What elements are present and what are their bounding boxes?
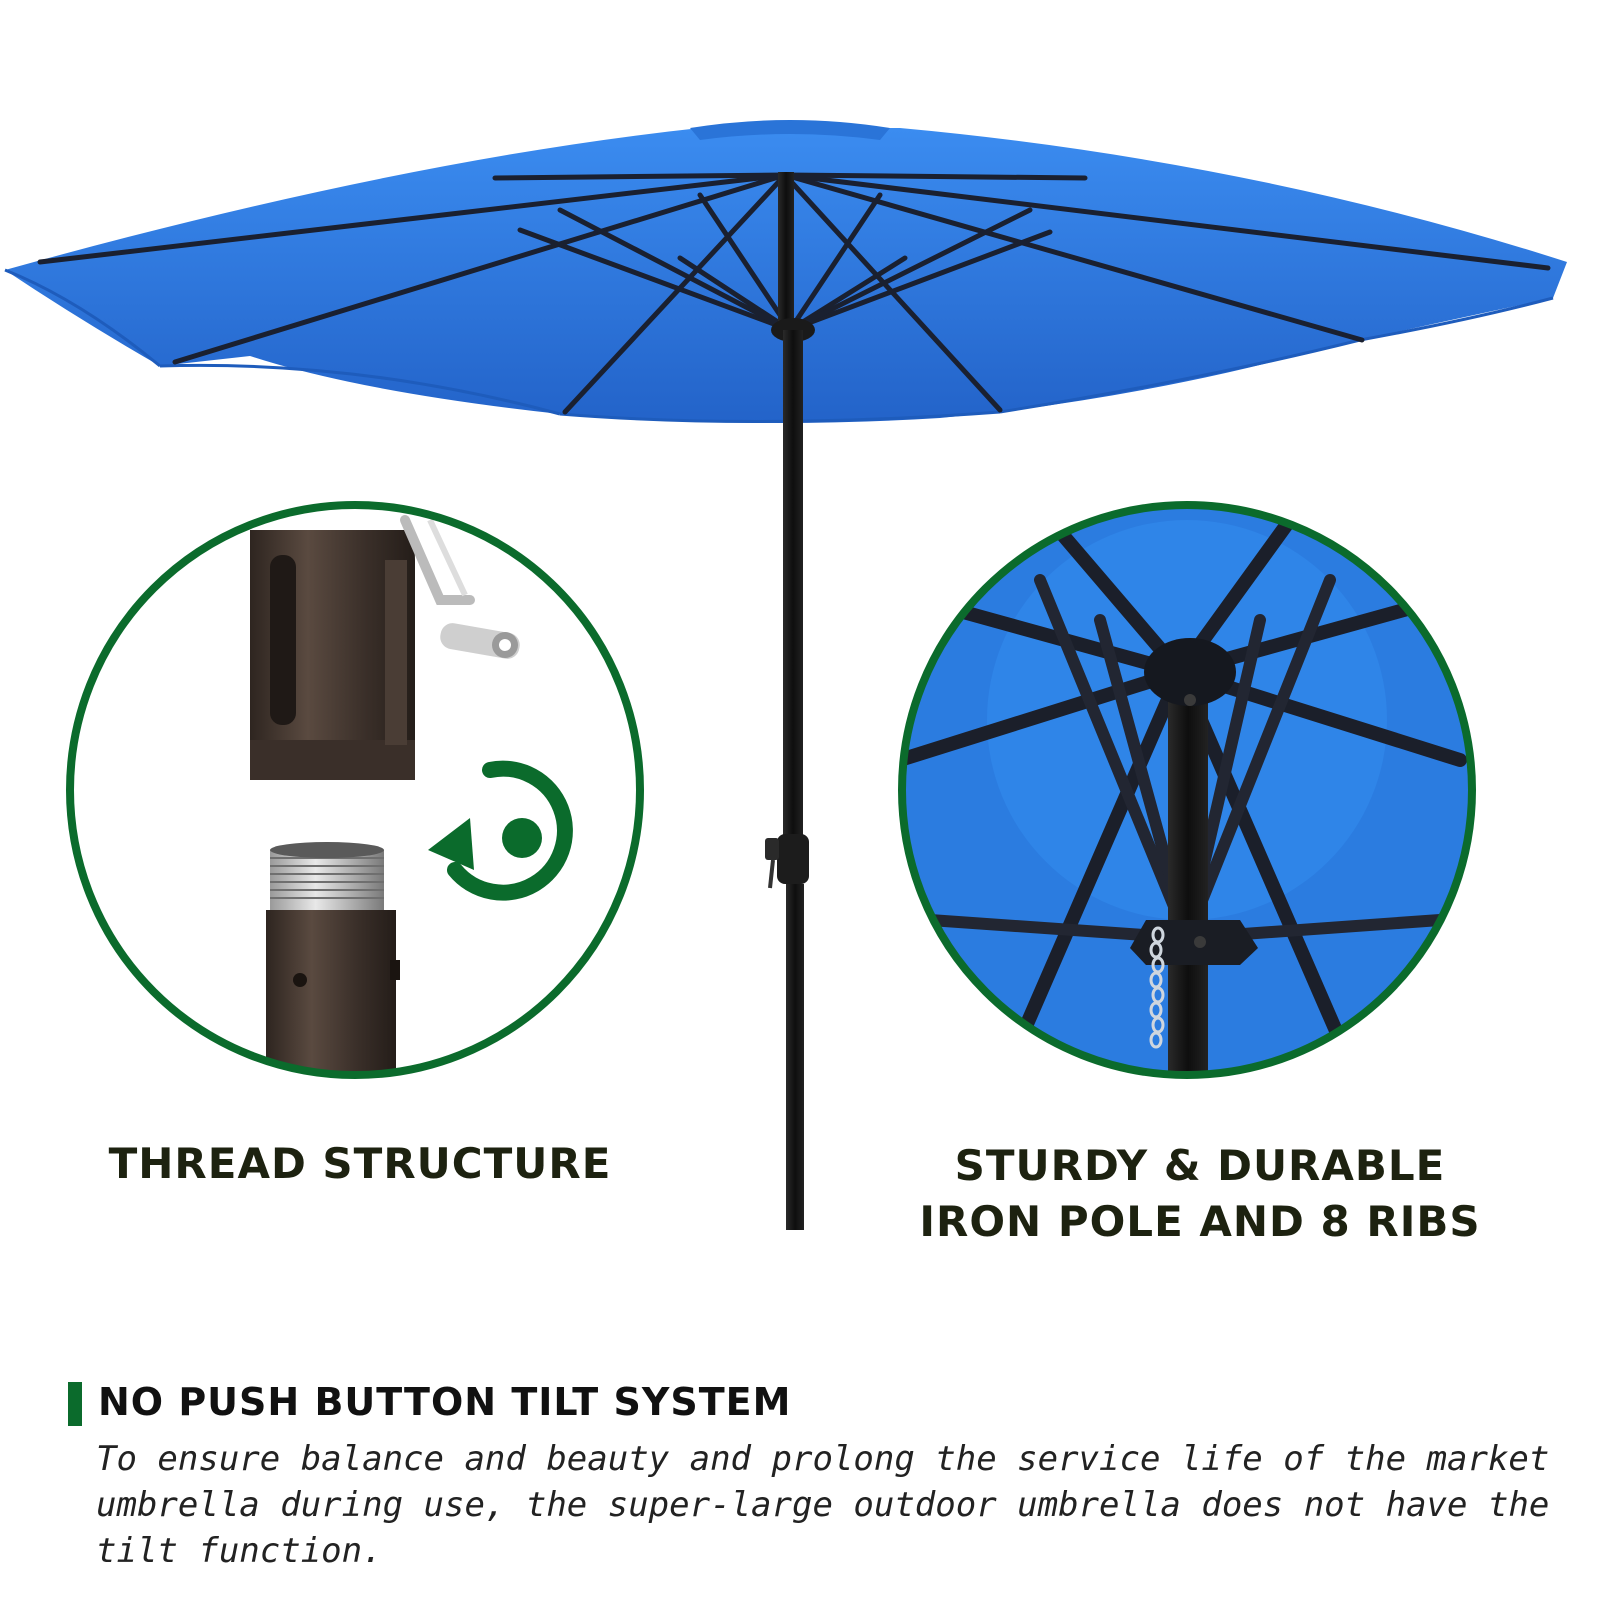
thread-structure-caption: THREAD STRUCTURE: [108, 1139, 612, 1188]
rotate-arrow-icon: [428, 760, 573, 901]
tilt-feature-description: To ensure balance and beauty and prolong…: [96, 1439, 1550, 1571]
tilt-feature-title: NO PUSH BUTTON TILT SYSTEM: [98, 1380, 792, 1424]
ribs-caption: STURDY & DURABLE IRON POLE AND 8 RIBS: [900, 1138, 1500, 1250]
section-accent-bar: [68, 1382, 82, 1426]
ribs-caption-line2: IRON POLE AND 8 RIBS: [919, 1197, 1481, 1246]
thread-structure-detail: [66, 501, 644, 1079]
umbrella-ribs: [37, 172, 1551, 415]
ribs-caption-line1: STURDY & DURABLE: [954, 1141, 1446, 1190]
umbrella-pole: [765, 172, 815, 1230]
ribs-detail: [898, 501, 1476, 1079]
